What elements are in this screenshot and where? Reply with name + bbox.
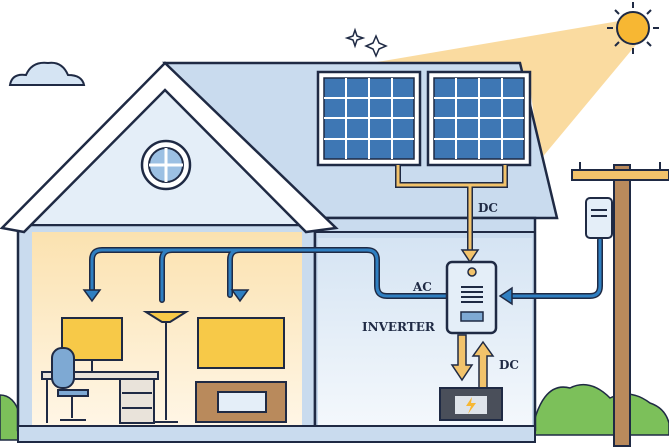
chair xyxy=(51,347,89,421)
sun-icon xyxy=(607,2,659,54)
battery-dc-arrows xyxy=(450,334,495,391)
tv-icon xyxy=(195,317,287,423)
grass xyxy=(529,383,669,441)
desk xyxy=(41,371,159,424)
solar-panel xyxy=(316,70,422,167)
floor-lamp xyxy=(142,311,190,423)
dc-arrow-down xyxy=(460,249,480,264)
round-window xyxy=(140,139,192,191)
battery-icon xyxy=(439,387,503,421)
inverter-icon xyxy=(445,260,498,335)
dc-label-battery: DC xyxy=(499,358,519,372)
ac-label: AC xyxy=(412,280,432,294)
roof-left-trim xyxy=(0,61,339,234)
utility-pole xyxy=(571,162,669,447)
cloud-icon xyxy=(8,61,86,86)
inverter-label: INVERTER xyxy=(362,320,436,334)
ac-cable xyxy=(89,237,603,303)
solar-panel xyxy=(426,70,532,167)
sparkle-icon xyxy=(344,27,388,58)
sunbeam xyxy=(318,20,640,160)
electric-meter-icon xyxy=(585,197,613,239)
floor xyxy=(17,425,536,443)
dc-label-panels: DC xyxy=(478,201,498,215)
arrow-icon xyxy=(82,286,513,306)
